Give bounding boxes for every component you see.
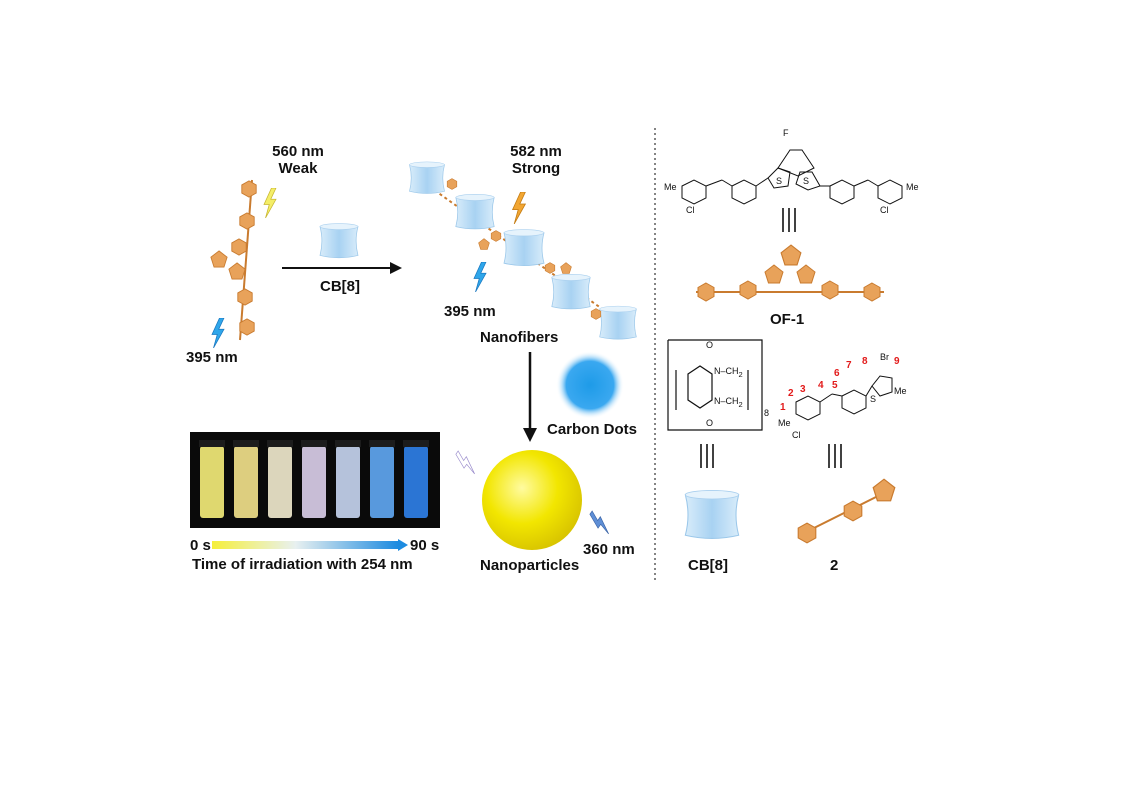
nch2-bottom-sub: 2 <box>738 399 743 409</box>
excitation-bolt-np <box>585 510 615 536</box>
cb8-structure <box>667 339 763 431</box>
chem-me-cpd2: Me <box>894 386 907 396</box>
chem-cl-left: Cl <box>686 205 695 215</box>
compound2-structure <box>795 375 893 421</box>
of1-cartoon <box>696 244 884 302</box>
chem-me-left: Me <box>664 182 677 192</box>
equivalence-marks <box>700 208 842 468</box>
nanofibers-label: Nanofibers <box>480 329 559 346</box>
atom-number-6: 6 <box>834 368 840 379</box>
cb8-cartoon <box>684 489 740 540</box>
excitation-bolt-mid <box>473 262 487 292</box>
vial-cap <box>335 440 361 447</box>
vial <box>302 446 326 518</box>
vial-cap <box>369 440 395 447</box>
vial-cap <box>199 440 225 447</box>
atom-number-5: 5 <box>832 380 838 391</box>
emission-bolt-weak <box>263 188 277 218</box>
nch2-bottom-text: N–CH <box>714 396 739 406</box>
atom-number-4: 4 <box>818 380 824 391</box>
emission-strong-label: 582 nm Strong <box>496 143 576 177</box>
vial <box>370 446 394 518</box>
emission-weak-nm: 560 nm <box>272 143 324 160</box>
emission-bolt-np <box>451 450 481 476</box>
of1-structure <box>681 149 903 205</box>
chem-o-top: O <box>706 340 714 350</box>
open-form-molecule <box>210 179 257 341</box>
atom-number-8: 8 <box>862 356 868 367</box>
compound2-cartoon <box>797 478 896 544</box>
cb8-label: CB[8] <box>688 557 728 574</box>
chem-me-right: Me <box>906 182 919 192</box>
time-end-label: 90 s <box>410 537 440 554</box>
carbon-dots-label: Carbon Dots <box>547 421 637 438</box>
chem-me-cpd2-n: Me <box>778 418 791 428</box>
time-caption: Time of irradiation with 254 nm <box>192 556 413 573</box>
of1-label: OF-1 <box>770 311 805 328</box>
chem-nch2-top: N–CH2 <box>714 366 743 379</box>
atom-number-9: 9 <box>894 356 900 367</box>
vial <box>234 446 258 518</box>
vial <box>268 446 292 518</box>
time-start-label: 0 s <box>190 537 211 554</box>
vial-cap <box>403 440 429 447</box>
atom-number-7: 7 <box>846 360 852 371</box>
host-label: CB[8] <box>320 278 360 295</box>
nch2-top-sub: 2 <box>738 369 743 379</box>
vial <box>336 446 360 518</box>
emission-weak-label: 560 nm Weak <box>258 143 338 177</box>
carbon-dot <box>556 351 624 419</box>
chem-s-left: S <box>776 176 783 186</box>
nanoparticles-label: Nanoparticles <box>480 557 580 574</box>
emission-weak-text: Weak <box>278 159 318 177</box>
atom-number-2: 2 <box>788 388 794 399</box>
excitation-np-label: 360 nm <box>583 541 635 558</box>
excitation-mid-label: 395 nm <box>444 303 496 320</box>
nanoparticle-sphere <box>482 450 582 550</box>
atom-number-3: 3 <box>800 384 806 395</box>
chem-br: Br <box>880 352 889 362</box>
vial-row <box>199 440 429 518</box>
vial-cap <box>267 440 293 447</box>
chem-cl-cpd2: Cl <box>792 430 801 440</box>
chem-f: F <box>783 128 789 138</box>
vial-cap <box>301 440 327 447</box>
chem-cl-right: Cl <box>880 205 889 215</box>
compound2-label: 2 <box>830 557 839 574</box>
nch2-top-text: N–CH <box>714 366 739 376</box>
vial <box>404 446 428 518</box>
chem-o-bottom: O <box>706 418 714 428</box>
atom-number-1: 1 <box>780 402 786 413</box>
excitation-bolt-left <box>211 318 225 348</box>
emission-strong-text: Strong <box>511 159 561 177</box>
chem-sub8: 8 <box>764 408 770 418</box>
time-gradient-bar <box>212 541 398 549</box>
nanofiber-assembly <box>409 161 637 340</box>
cb8-icon-reaction <box>319 223 359 259</box>
chem-s-cpd2: S <box>870 394 877 404</box>
vial <box>200 446 224 518</box>
vial-cap <box>233 440 259 447</box>
emission-strong-nm: 582 nm <box>510 143 562 160</box>
chem-s-right: S <box>803 176 810 186</box>
emission-bolt-strong <box>512 192 526 224</box>
chem-nch2-bottom: N–CH2 <box>714 396 743 409</box>
excitation-left-label: 395 nm <box>186 349 238 366</box>
